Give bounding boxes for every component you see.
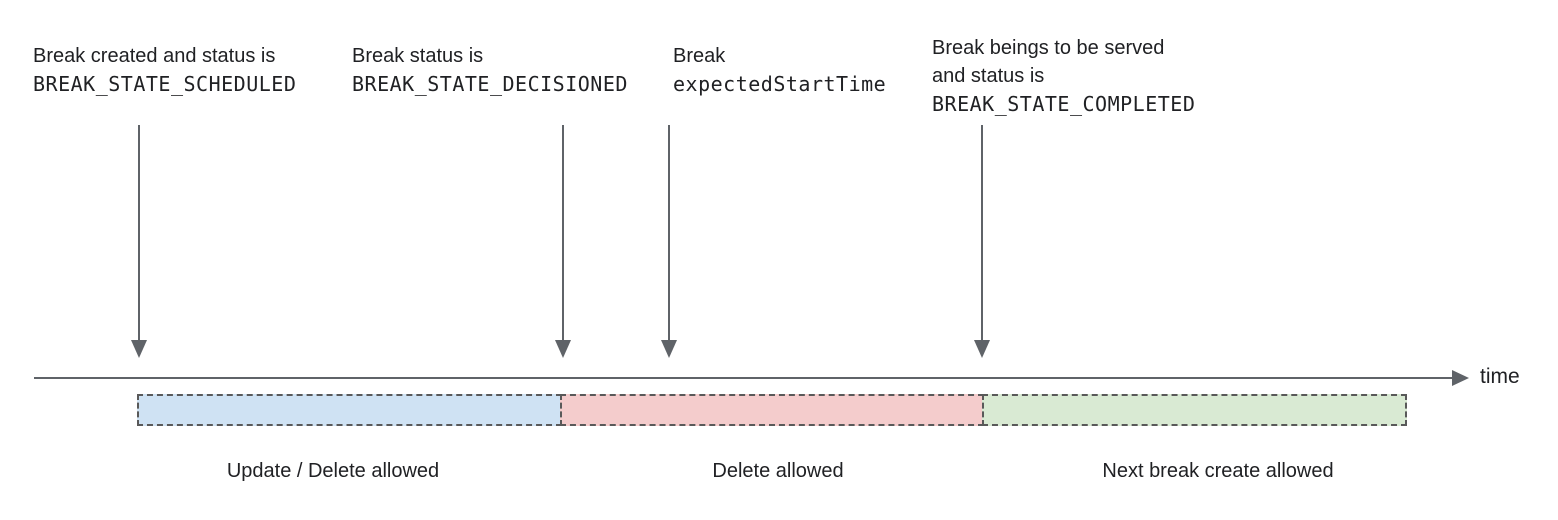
down-arrow-expected-start-time [661,125,677,358]
segment-update-delete-allowed [137,394,562,426]
down-arrow-completed [974,125,990,358]
annotation-expected-start-time-code: expectedStartTime [673,72,887,96]
time-axis-label: time [1480,365,1520,388]
annotation-expected-start-time: Break expectedStartTime [673,42,886,98]
segment-next-break-create-allowed [982,394,1407,426]
annotation-completed-text-line1: Break beings to be served [932,37,1165,59]
time-axis-line [34,377,1454,379]
segment-label-next-break-create-allowed: Next break create allowed [1102,460,1334,482]
annotation-decisioned: Break status is BREAK_STATE_DECISIONED [352,42,628,98]
annotation-decisioned-text: Break status is [352,45,484,67]
down-arrow-stem [138,125,140,342]
annotation-scheduled-code: BREAK_STATE_SCHEDULED [33,72,297,96]
down-arrow-stem [562,125,564,342]
down-arrow-decisioned [555,125,571,358]
annotation-completed-text-line2: and status is [932,65,1045,87]
annotation-completed-code: BREAK_STATE_COMPLETED [932,92,1196,116]
segment-label-update-delete-allowed: Update / Delete allowed [226,460,440,482]
down-arrow-stem [981,125,983,342]
down-arrow-stem [668,125,670,342]
segment-label-delete-allowed: Delete allowed [712,460,844,482]
down-arrow-head [131,340,147,358]
segment-delete-allowed [560,394,984,426]
annotation-expected-start-time-text: Break [673,45,726,67]
annotation-scheduled: Break created and status is BREAK_STATE_… [33,42,296,98]
down-arrow-head [661,340,677,358]
annotation-scheduled-text: Break created and status is [33,45,276,67]
down-arrow-head [974,340,990,358]
down-arrow-head [555,340,571,358]
time-axis-arrowhead-icon [1452,370,1469,386]
annotation-decisioned-code: BREAK_STATE_DECISIONED [352,72,628,96]
annotation-completed: Break beings to be served and status is … [932,34,1195,118]
down-arrow-scheduled [131,125,147,358]
